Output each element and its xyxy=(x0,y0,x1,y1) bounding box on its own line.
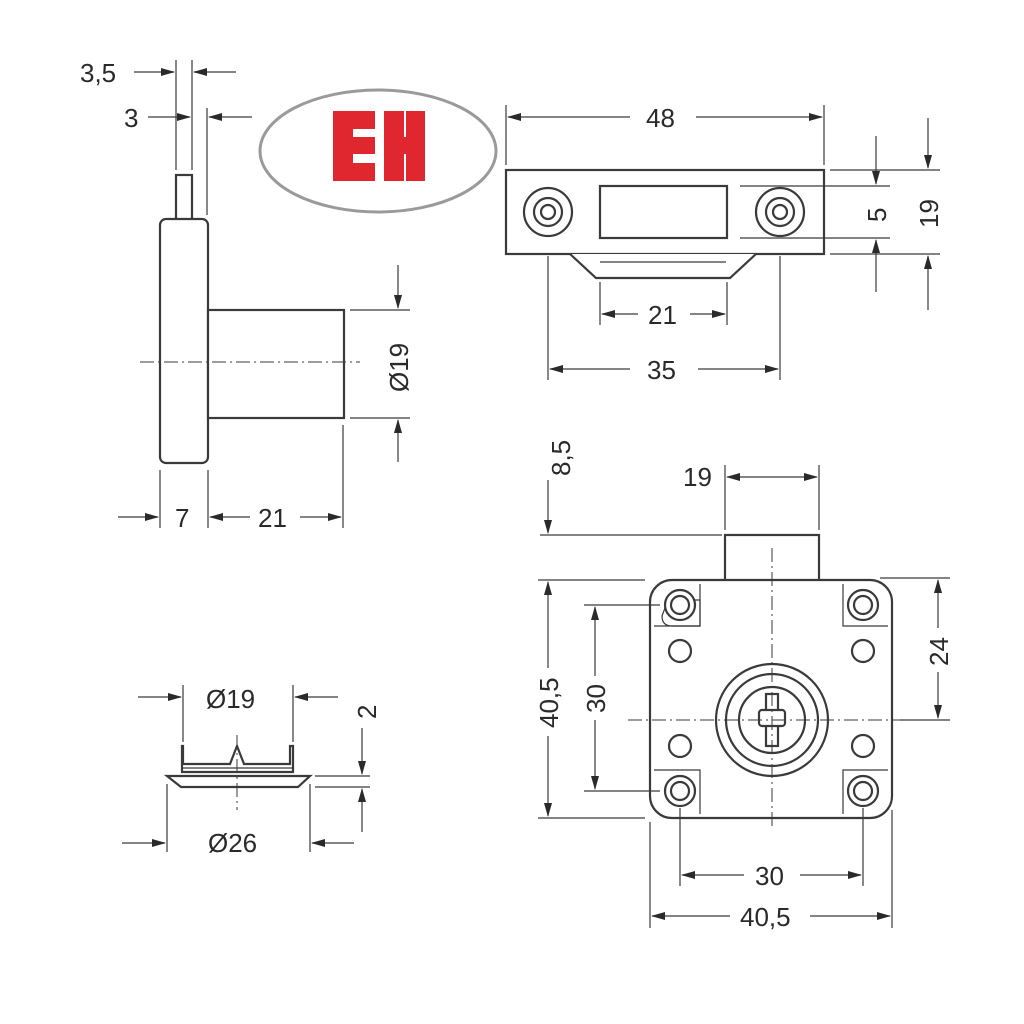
front-view: 8,5 19 40,5 30 24 30 xyxy=(534,440,954,932)
screw-hole-icon xyxy=(667,733,693,759)
dim-diameter: Ø19 xyxy=(384,343,414,392)
dim-pin-gap: 3 xyxy=(124,103,138,133)
screw-hole-icon xyxy=(850,733,876,759)
dim-rosette-height: 2 xyxy=(352,705,382,719)
rosette-ring xyxy=(163,774,313,789)
dim-rosette-inner: Ø19 xyxy=(206,684,255,714)
dim-rosette-outer: Ø26 xyxy=(208,828,257,858)
dim-plate: 7 xyxy=(175,503,189,533)
dim-bolt-offset: 8,5 xyxy=(546,440,576,476)
brand-logo: EH xyxy=(258,88,498,214)
screw-hole-icon xyxy=(667,638,693,664)
mount-hole-bottom-right-icon xyxy=(846,774,880,808)
side-view: 3,5 3 Ø19 7 21 xyxy=(80,58,414,533)
dim-hole-spacing-h: 30 xyxy=(755,861,784,891)
side-pin xyxy=(174,173,194,222)
dim-bolt-width: 19 xyxy=(683,462,712,492)
dim-body: 21 xyxy=(258,503,287,533)
strike-slot xyxy=(598,184,729,240)
dim-strike-holes: 35 xyxy=(647,355,676,385)
mount-hole-top-left-icon xyxy=(663,588,697,622)
dim-center: 24 xyxy=(924,637,954,666)
dim-strike-slot-height: 5 xyxy=(862,208,892,222)
screw-hole-icon xyxy=(850,638,876,664)
mount-hole-top-right-icon xyxy=(846,588,880,622)
strike-plate-view: 48 21 35 5 19 xyxy=(504,103,944,385)
strike-hole-right-icon xyxy=(754,186,806,238)
dim-hole-spacing-v: 30 xyxy=(581,684,611,713)
rosette-view: Ø19 Ø26 2 xyxy=(122,684,382,858)
dim-body-width: 40,5 xyxy=(740,902,791,932)
strike-hole-left-icon xyxy=(522,186,574,238)
dim-pin-width: 3,5 xyxy=(80,58,116,88)
dim-body-height: 40,5 xyxy=(534,677,564,728)
dim-strike-height: 19 xyxy=(914,199,944,228)
side-body xyxy=(206,308,346,420)
dim-strike-slot: 21 xyxy=(648,300,677,330)
logo-mark-icon xyxy=(333,111,425,181)
mount-hole-bottom-left-icon xyxy=(663,774,697,808)
dim-strike-width: 48 xyxy=(646,103,675,133)
logo-ring xyxy=(258,88,498,214)
side-plate xyxy=(158,217,210,465)
strike-lip xyxy=(569,253,757,280)
